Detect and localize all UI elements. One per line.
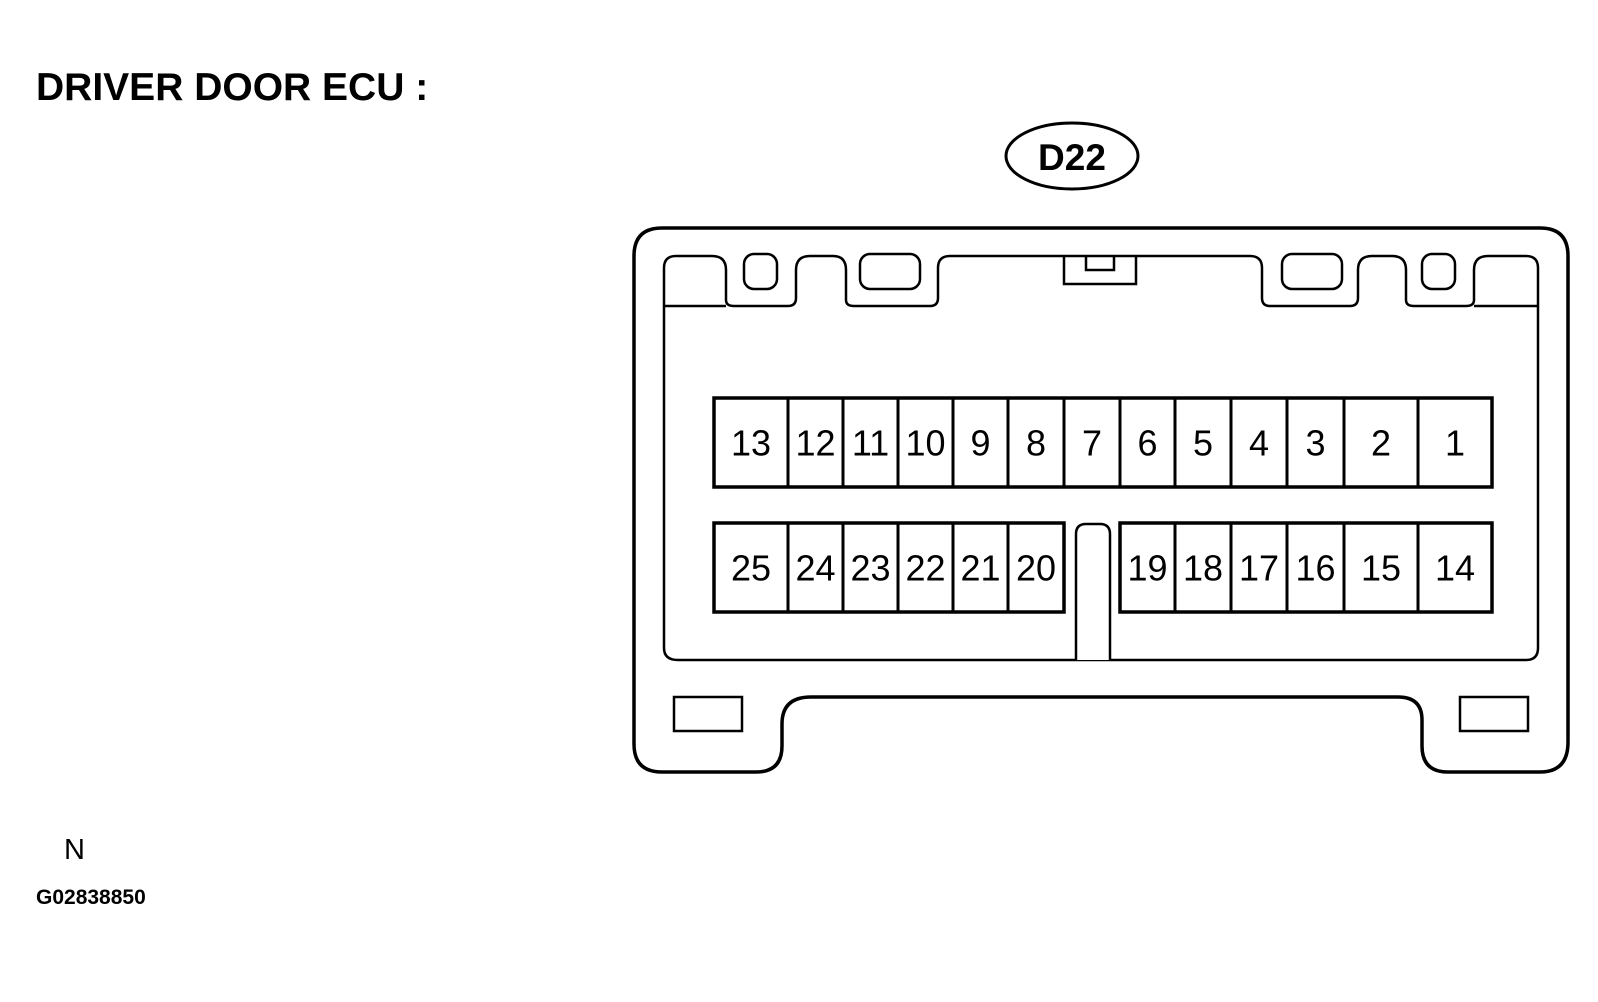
keyway-notch	[1062, 256, 1138, 286]
pin-3: 3	[1305, 423, 1325, 464]
pin-19: 19	[1127, 548, 1167, 589]
pin-12: 12	[795, 423, 835, 464]
pin-23: 23	[850, 548, 890, 589]
pin-15: 15	[1361, 548, 1401, 589]
connector-latch-profile	[662, 254, 1540, 308]
pin-20: 20	[1016, 548, 1056, 589]
pin-9: 9	[970, 423, 990, 464]
pin-row-bottom-left: 25 24 23 22 21 20	[712, 521, 1066, 614]
figure-code: G02838850	[36, 886, 146, 909]
pin-16: 16	[1295, 548, 1335, 589]
pin-row-bottom-right-frame	[1118, 521, 1494, 614]
diagram-title: DRIVER DOOR ECU :	[36, 66, 429, 109]
centre-rib	[1074, 522, 1112, 660]
pin-5: 5	[1193, 423, 1213, 464]
pin-11: 11	[852, 423, 889, 464]
connector-housing	[632, 226, 1570, 774]
pin-14: 14	[1435, 548, 1475, 589]
pin-21: 21	[960, 548, 1000, 589]
pin-row-bottom-right: 19 18 17 16 15 14	[1118, 521, 1494, 614]
pin-13: 13	[731, 423, 771, 464]
connector-code: D22	[1038, 137, 1106, 178]
pin-4: 4	[1249, 423, 1269, 464]
pin-6: 6	[1137, 423, 1157, 464]
pin-24: 24	[795, 548, 835, 589]
pin-25: 25	[731, 548, 771, 589]
pin-8: 8	[1026, 423, 1046, 464]
pin-10: 10	[905, 423, 945, 464]
connector-code-badge: D22	[1004, 121, 1140, 191]
top-slot-2	[858, 252, 922, 291]
top-slot-1	[742, 252, 779, 291]
pin-row-bottom-left-frame	[712, 521, 1066, 614]
pin-2: 2	[1371, 423, 1391, 464]
pin-1: 1	[1445, 423, 1465, 464]
left-foot	[672, 695, 744, 733]
pin-18: 18	[1183, 548, 1223, 589]
pin-17: 17	[1239, 548, 1279, 589]
right-foot	[1458, 695, 1530, 733]
top-slot-3	[1280, 252, 1344, 291]
pin-22: 22	[905, 548, 945, 589]
pin-7: 7	[1082, 423, 1102, 464]
top-slot-4	[1420, 252, 1457, 291]
side-note: N	[64, 834, 85, 866]
